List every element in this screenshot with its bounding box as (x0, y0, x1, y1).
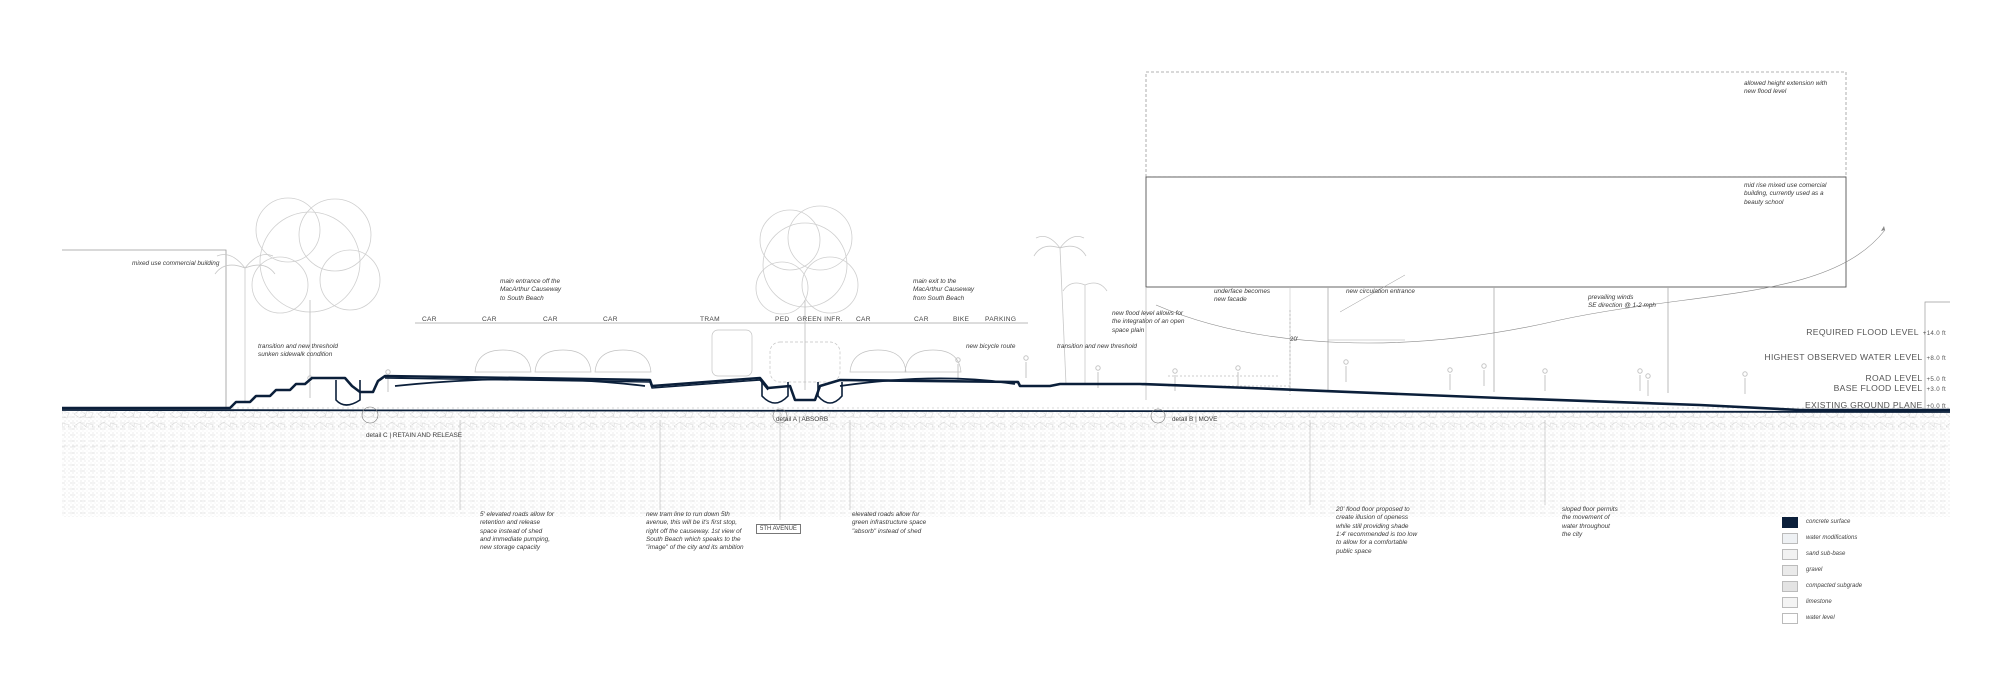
note-midrise: mid rise mixed use comercial building, c… (1744, 182, 1827, 206)
legend-item: concrete surface (1782, 514, 1902, 530)
note-elevated-roads: 5' elevated roads allow for retention an… (480, 511, 555, 552)
note-transition-right: transition and new threshold (1057, 343, 1137, 350)
legend-swatch (1782, 532, 1798, 544)
legend-item: water modifications (1782, 530, 1902, 546)
lane-label: CAR (482, 316, 497, 323)
legend-item: sand sub-base (1782, 546, 1902, 562)
level-required-flood: REQUIRED FLOOD LEVEL+14.0 ft (1806, 327, 1946, 337)
detail-c-marker (361, 406, 379, 424)
detail-c-label: detail C | RETAIN AND RELEASE (366, 432, 463, 439)
legend-item: compacted subgrade (1782, 578, 1902, 594)
left-building-outline (62, 249, 227, 408)
note-height-marker: 20' (1290, 336, 1299, 343)
gravel-band (62, 411, 1950, 427)
note-new-flood-level: new flood level allows for the integrati… (1112, 310, 1185, 334)
legend-swatch (1782, 548, 1798, 560)
allowed-height-box (1145, 71, 1847, 178)
people (307, 355, 1748, 398)
note-main-exit: main exit to the MacArthur Causeway from… (913, 278, 975, 302)
note-sloped-floor: sloped floor permits the movement of wat… (1562, 506, 1618, 538)
lane-label: CAR (422, 316, 437, 323)
lane-label: TRAM (700, 316, 720, 323)
legend-swatch (1782, 564, 1798, 576)
lane-label: BIKE (953, 316, 970, 323)
note-absorb: elevated roads allow for green infrastru… (852, 511, 927, 535)
lane-label: PED (775, 316, 790, 323)
note-transition-left: transition and new threshold sunken side… (258, 343, 338, 359)
note-prevailing-winds: prevailing winds SE direction @ 1-2 mph (1588, 294, 1656, 310)
detail-b-label: detail B | MOVE (1172, 416, 1218, 423)
legend-item: limestone (1782, 594, 1902, 610)
legend-swatch (1782, 612, 1798, 624)
palm-left (214, 254, 276, 402)
lane-label: CAR (543, 316, 558, 323)
legend-swatch (1782, 580, 1798, 592)
detail-b-marker (1150, 408, 1166, 424)
cars (474, 329, 962, 383)
note-allowed-height: allowed height extension with new flood … (1744, 80, 1828, 96)
midrise-building (1145, 176, 1847, 288)
note-flood-floor: 20' flood floor proposed to create illus… (1336, 506, 1418, 555)
level-base-flood: BASE FLOOD LEVEL+3.0 ft (1833, 383, 1946, 393)
lane-label: CAR (914, 316, 929, 323)
legend-swatch (1782, 516, 1798, 528)
level-road: ROAD LEVEL+5.0 ft (1865, 373, 1946, 383)
subgrade-layer (62, 412, 1950, 517)
palm-right (1033, 235, 1087, 385)
tree-center (755, 205, 859, 390)
note-underface: underface becomes new facade (1214, 288, 1271, 304)
note-main-entrance: main entrance off the MacArthur Causeway… (500, 278, 562, 302)
lane-label: CAR (856, 316, 871, 323)
level-highest-water: HIGHEST OBSERVED WATER LEVEL+8.0 ft (1764, 352, 1946, 362)
note-new-circulation: new circulation entrance (1346, 288, 1415, 295)
note-mixed-use: mixed use commercial building (132, 260, 220, 267)
legend-item: gravel (1782, 562, 1902, 578)
tree-left (251, 197, 381, 380)
lane-label: GREEN INFR. (797, 316, 843, 323)
note-new-bicycle: new bicycle route (966, 343, 1016, 350)
level-existing-ground: EXISTING GROUND PLANE+0.0 ft (1804, 400, 1946, 410)
lane-label: PARKING (985, 316, 1017, 323)
legend: concrete surface water modifications san… (1782, 514, 1902, 626)
detail-a-label: detail A | ABSORB (776, 416, 829, 423)
legend-swatch (1782, 596, 1798, 608)
street-tag: 5TH AVENUE (756, 524, 801, 534)
lane-label: CAR (603, 316, 618, 323)
note-tram-line: new tram line to run down 5th avenue, th… (646, 511, 744, 552)
legend-item: water level (1782, 610, 1902, 626)
